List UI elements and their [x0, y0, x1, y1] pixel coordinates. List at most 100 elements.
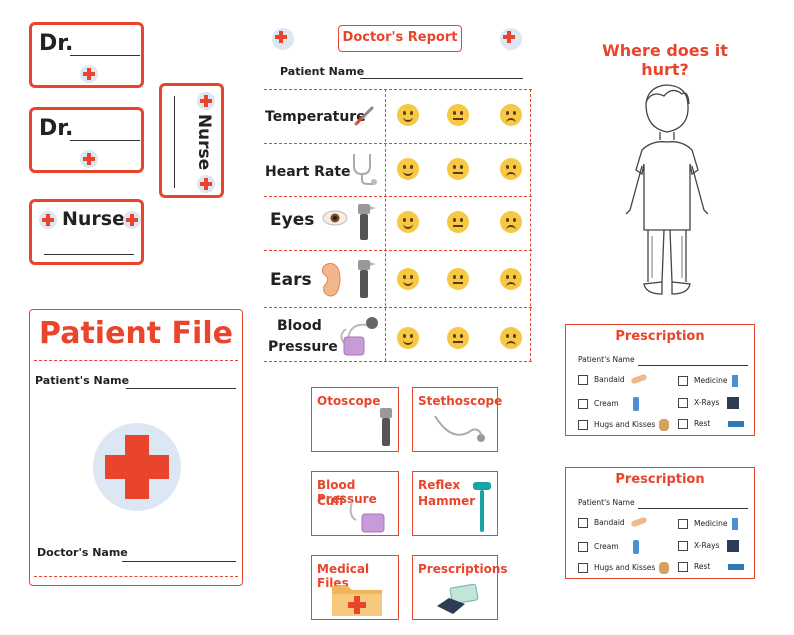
- stethoscope-icon: [353, 154, 377, 185]
- tool-card-blood-pressure-cuff[interactable]: Blood Pressure Cuff: [311, 471, 399, 536]
- hug-icon: [659, 419, 670, 431]
- bandaid-icon: [630, 373, 648, 385]
- checkbox-hugs-and-kisses[interactable]: Hugs and Kisses: [578, 562, 670, 574]
- checkbox-bandaid[interactable]: Bandaid: [578, 516, 648, 528]
- row-label-blood-pressure-line1: Blood: [277, 318, 322, 334]
- sad-face-icon[interactable]: [500, 158, 522, 180]
- happy-face-icon[interactable]: [397, 211, 419, 233]
- hug-icon: [659, 562, 670, 574]
- tool-card-otoscope[interactable]: Otoscope: [311, 387, 399, 452]
- name-line: [44, 254, 134, 255]
- tool-card-label: Blood Pressure: [317, 478, 377, 506]
- otoscope-icon: [358, 204, 376, 240]
- checkbox-x-rays[interactable]: X-Rays: [678, 397, 740, 409]
- report-title-box: Doctor's Report: [338, 25, 462, 52]
- stethoscope-icon: [434, 415, 485, 442]
- report-right-border: [530, 89, 531, 361]
- tool-card-label-line2: Hammer: [418, 494, 476, 508]
- tool-card-reflex-hammer[interactable]: Reflex Hammer: [412, 471, 498, 536]
- checkbox-rest[interactable]: Rest: [678, 419, 745, 429]
- checkbox-x-rays[interactable]: X-Rays: [678, 540, 740, 552]
- cream-icon: [632, 397, 639, 411]
- sad-face-icon[interactable]: [500, 327, 522, 349]
- neutral-face-icon[interactable]: [447, 211, 469, 233]
- medical-cross-icon: [197, 175, 215, 193]
- medical-cross-icon: [123, 211, 141, 229]
- patient-name-label: Patient's Name: [35, 374, 130, 387]
- ear-icon: [321, 262, 341, 297]
- checkbox-cream[interactable]: Cream: [578, 397, 639, 411]
- medicine-icon: [731, 518, 738, 530]
- doctor-label: Dr.: [39, 31, 74, 56]
- checkbox-hugs-and-kisses[interactable]: Hugs and Kisses: [578, 419, 670, 431]
- medical-cross-icon: [197, 92, 215, 110]
- body-chart-title: Where does it hurt?: [602, 41, 728, 79]
- name-line: [174, 96, 175, 188]
- tool-card-label: Reflex: [418, 478, 461, 492]
- tool-card-label: Stethoscope: [418, 394, 503, 408]
- row-label-blood-pressure-line2: Pressure: [268, 339, 338, 355]
- x-ray-icon: [727, 397, 740, 409]
- checkbox-bandaid[interactable]: Bandaid: [578, 373, 648, 385]
- item-label: Bandaid: [594, 375, 625, 384]
- reflex-hammer-icon: [473, 482, 491, 532]
- divider: [34, 360, 238, 361]
- tool-card-medical-files[interactable]: Medical Files: [311, 555, 399, 620]
- nurse-label: Nurse: [62, 208, 125, 230]
- medical-cross-icon: [272, 28, 294, 50]
- checkbox-medicine[interactable]: Medicine: [678, 518, 738, 530]
- sad-face-icon[interactable]: [500, 104, 522, 126]
- item-label: X-Rays: [694, 398, 720, 407]
- tool-card-prescriptions[interactable]: Prescriptions: [412, 555, 508, 620]
- thermometer-icon: [354, 106, 374, 126]
- report-row-divider: [264, 250, 532, 251]
- prescription-patient-name-label: Patient's Name: [578, 355, 635, 364]
- bed-icon: [728, 421, 745, 427]
- prescription-patient-name-line: [638, 508, 748, 509]
- checkbox-medicine[interactable]: Medicine: [678, 375, 738, 387]
- checkbox-rest[interactable]: Rest: [678, 562, 745, 572]
- tool-card-label: Otoscope: [317, 394, 381, 408]
- folder-icon: [332, 586, 382, 616]
- medical-cross-icon: [80, 65, 98, 83]
- neutral-face-icon[interactable]: [447, 104, 469, 126]
- prescription-patient-name-label: Patient's Name: [578, 498, 635, 507]
- doctor-badge-2: Dr.: [29, 107, 144, 173]
- report-patient-name-label: Patient Name: [280, 65, 365, 78]
- checkbox-cream[interactable]: Cream: [578, 540, 639, 554]
- neutral-face-icon[interactable]: [447, 158, 469, 180]
- happy-face-icon[interactable]: [397, 158, 419, 180]
- row-label-temperature: Temperature: [265, 109, 366, 125]
- patient-file-title: Patient File: [39, 316, 233, 351]
- name-line: [70, 140, 140, 141]
- cream-icon: [632, 540, 639, 554]
- row-label-heart-rate: Heart Rate: [265, 164, 351, 180]
- happy-face-icon[interactable]: [397, 104, 419, 126]
- child-body-outline[interactable]: [612, 80, 722, 306]
- item-label: Medicine: [694, 519, 728, 528]
- tool-card-stethoscope[interactable]: Stethoscope: [412, 387, 502, 452]
- medical-cross-icon: [500, 28, 522, 50]
- medical-cross-icon: [80, 150, 98, 168]
- sad-face-icon[interactable]: [500, 268, 522, 290]
- item-label: Hugs and Kisses: [594, 563, 656, 572]
- neutral-face-icon[interactable]: [447, 268, 469, 290]
- tool-card-label: Prescriptions: [418, 562, 508, 576]
- tool-card-label-line2: Cuff: [317, 494, 345, 508]
- row-label-eyes: Eyes: [270, 210, 315, 230]
- divider: [34, 576, 238, 577]
- sad-face-icon[interactable]: [500, 211, 522, 233]
- neutral-face-icon[interactable]: [447, 327, 469, 349]
- otoscope-icon: [380, 408, 392, 446]
- item-label: Cream: [594, 542, 619, 551]
- x-ray-icon: [727, 540, 740, 552]
- happy-face-icon[interactable]: [397, 268, 419, 290]
- patient-file-card: Patient File Patient's Name Doctor's Nam…: [29, 309, 243, 586]
- blood-pressure-cuff-icon: [340, 317, 378, 356]
- happy-face-icon[interactable]: [397, 327, 419, 349]
- doctor-label: Dr.: [39, 116, 74, 141]
- bed-icon: [728, 564, 745, 570]
- prescription-patient-name-line: [638, 365, 748, 366]
- report-row-divider: [264, 307, 532, 308]
- nurse-badge-vertical: Nurse: [159, 83, 224, 198]
